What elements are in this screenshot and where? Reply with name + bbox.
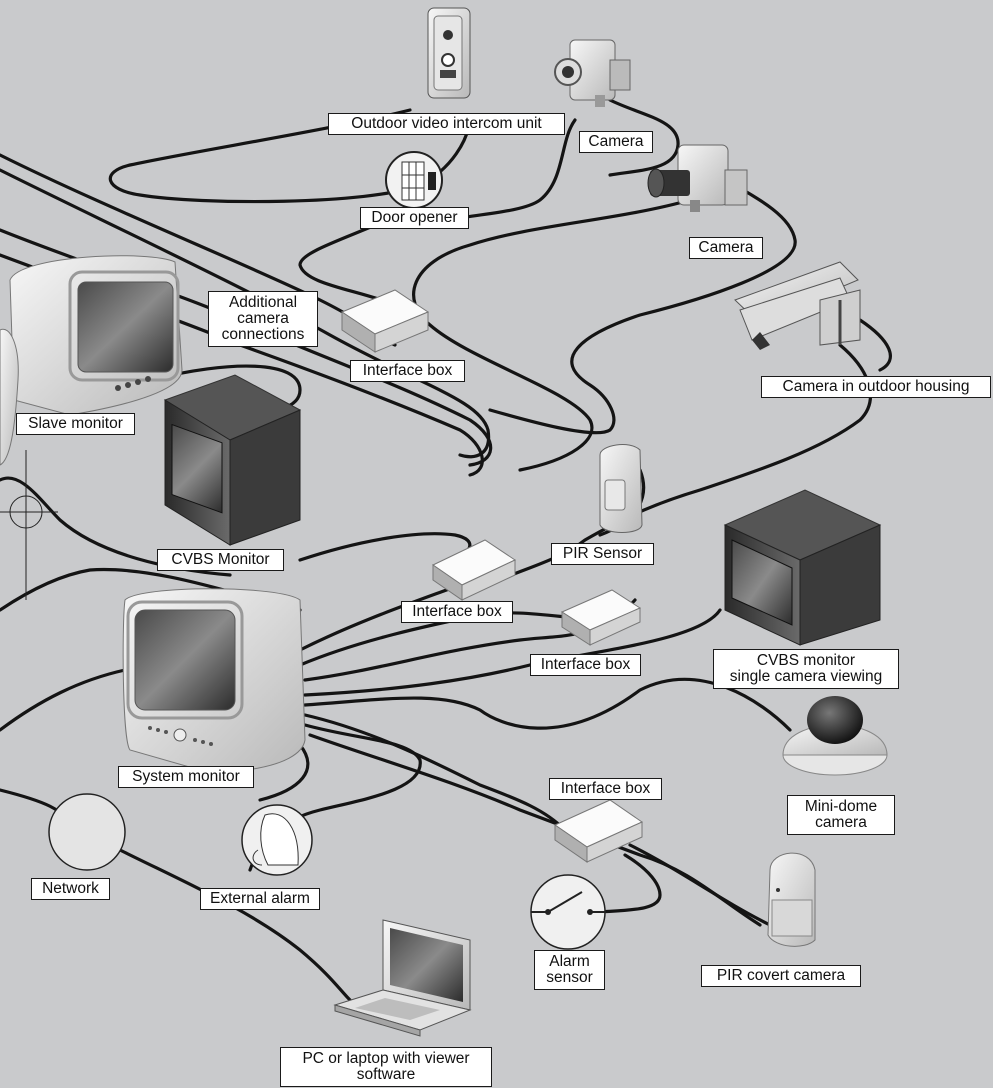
mini-dome-line-2: camera [815,814,867,831]
additional-connections-line-3: connections [221,326,305,343]
door-opener-icon [385,151,443,209]
laptop-icon [333,919,472,1037]
interface-box-icon [340,289,430,353]
door-opener-label: Door opener [360,207,469,229]
system-monitor-label: System monitor [118,766,254,788]
camera-outdoor-housing-label: Camera in outdoor housing [761,376,991,398]
interface-box-bottom-label: Interface box [549,778,662,800]
pir-covert-label: PIR covert camera [701,965,861,987]
camera-2-label: Camera [689,237,763,259]
pc-laptop-label: PC or laptop with viewer software [280,1047,492,1087]
network-icon [48,793,126,871]
external-alarm-label: External alarm [200,888,320,910]
network-label: Network [31,878,110,900]
pir-covert-camera-icon [767,852,816,947]
mini-dome-line-1: Mini-dome [804,798,878,815]
cvbs-single-line-1: CVBS monitor [756,652,856,669]
outdoor-housing-camera-icon [734,261,861,350]
interface-box-right-label: Interface box [530,654,641,676]
alarm-sensor-label: Alarm sensor [534,950,605,990]
camera-icon [647,144,748,212]
system-monitor-icon [122,588,306,773]
cvbs-single-line-2: single camera viewing [729,668,883,685]
external-alarm-icon [241,804,313,876]
mini-dome-label: Mini-dome camera [787,795,895,835]
additional-connections-line-1: Additional [228,294,298,311]
camera-1-label: Camera [579,131,653,153]
cvbs-single-label: CVBS monitor single camera viewing [713,649,899,689]
intercom-icon [427,7,471,99]
cvbs-monitor-icon [163,374,302,546]
alarm-sensor-icon [530,874,606,950]
alarm-sensor-line-2: sensor [546,969,593,986]
alarm-sensor-line-1: Alarm [549,953,590,970]
interface-box-mid-label: Interface box [401,601,513,623]
additional-connections-label: Additional camera connections [208,291,318,347]
cvbs-monitor-icon [723,489,882,646]
interface-box-icon [432,539,517,601]
interface-box-icon [553,799,644,863]
pir-sensor-icon [599,444,643,533]
slave-monitor-icon [0,255,183,466]
outdoor-intercom-label: Outdoor video intercom unit [328,113,565,135]
camera-icon [554,39,631,107]
mini-dome-camera-icon [782,696,888,776]
pc-laptop-line-2: software [356,1066,416,1083]
pc-laptop-line-1: PC or laptop with viewer [302,1050,470,1067]
cvbs-monitor-label: CVBS Monitor [157,549,284,571]
interface-box-top-label: Interface box [350,360,465,382]
registration-mark-icon [0,450,58,600]
pir-sensor-label: PIR Sensor [551,543,654,565]
additional-connections-line-2: camera [237,310,289,327]
interface-box-icon [560,589,642,646]
slave-monitor-label: Slave monitor [16,413,135,435]
